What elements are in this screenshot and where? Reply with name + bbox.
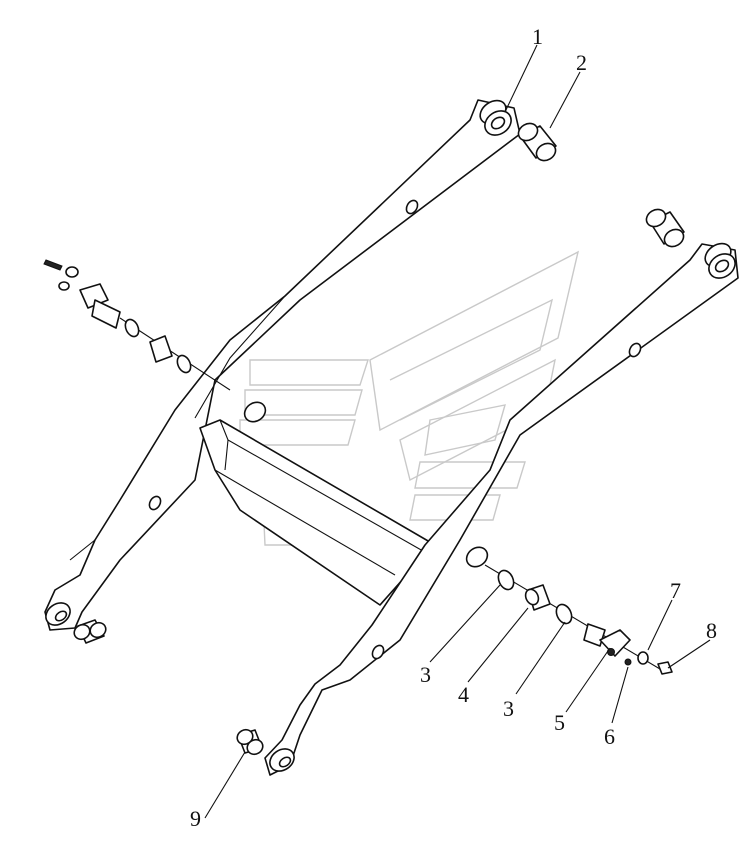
washer-3b	[555, 603, 573, 625]
callout-9: 9	[190, 806, 201, 831]
callout-3a: 3	[420, 662, 431, 687]
nut-6	[624, 658, 632, 666]
callout-5: 5	[554, 710, 565, 735]
cross-beam	[199, 419, 436, 606]
callout-7: 7	[670, 578, 681, 603]
bushing-top-right	[645, 208, 685, 248]
bushing-bottom-right	[236, 728, 264, 756]
left-boom-arm	[44, 99, 521, 631]
bolt-8	[657, 661, 673, 675]
callout-8: 8	[706, 618, 717, 643]
callout-1: 1	[532, 24, 543, 49]
bushing-top-left	[517, 122, 557, 162]
washer-7	[637, 651, 649, 665]
washer-3a	[497, 569, 515, 591]
callout-labels: 1 2 3 4 3 5 6 7 8 9	[190, 24, 717, 831]
callout-4: 4	[458, 682, 469, 707]
left-pin-assembly	[43, 259, 231, 391]
right-boom-arm	[264, 242, 739, 776]
bushing-bottom-left	[73, 619, 107, 644]
callout-2: 2	[576, 50, 587, 75]
leader-lines	[204, 44, 711, 819]
callout-6: 6	[604, 724, 615, 749]
callout-3b: 3	[503, 696, 514, 721]
right-pin-assembly	[484, 564, 673, 675]
